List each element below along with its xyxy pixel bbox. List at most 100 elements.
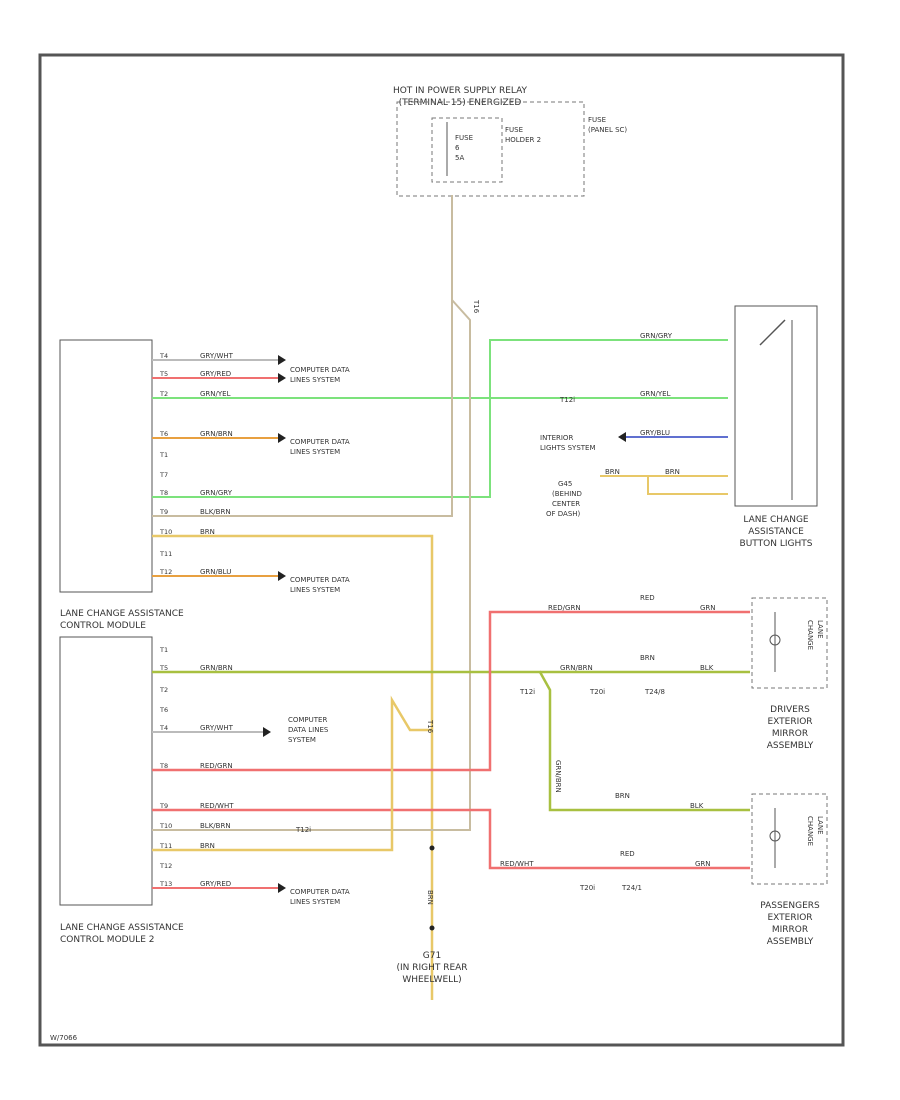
btn-wire-brn-2 [647,476,728,495]
dm-conn-1: T12i [519,688,535,696]
m2-link-2b[interactable]: LINES SYSTEM [290,898,340,906]
pm-name-4: ASSEMBLY [767,937,814,947]
m1-pin-10: T11 [159,550,172,558]
m1-link-2a[interactable]: COMPUTER DATA [290,438,350,446]
m1-link-1b[interactable]: LINES SYSTEM [290,376,340,384]
fuse-holder-2: HOLDER 2 [505,136,541,144]
dm-wire-2: RED [640,594,655,602]
g45-1: G45 [558,480,572,488]
fuse-label-2: 6 [455,144,460,152]
btn-wire-label-5: BRN [665,468,680,476]
m2-link-1a[interactable]: COMPUTER [288,716,327,724]
btn-t12i: T12i [559,396,575,404]
module2-box [59,636,153,906]
dm-conn-3: T24/8 [644,688,665,696]
m2-wire-label-2: GRN/BRN [200,664,233,672]
g71-loc-1: (IN RIGHT REAR [396,963,467,973]
interior-2[interactable]: LIGHTS SYSTEM [540,444,596,452]
arrow-icon [278,883,286,893]
m2-pin-1: T1 [159,646,168,654]
m2-wire-label-6: BRN [200,842,215,850]
dm-wire-6: BLK [700,664,714,672]
m1-link-3b[interactable]: LINES SYSTEM [290,586,340,594]
dm-name-4: ASSEMBLY [767,741,814,751]
module1-name-2: CONTROL MODULE [60,621,146,631]
t12i-label: T12i [295,826,311,834]
m2-pin-3: T2 [159,686,168,694]
pm-wire-1: GRN/BRN [554,760,562,793]
button-lights-box [734,305,818,507]
diagram-frame [38,53,845,1047]
btn-name-3: BUTTON LIGHTS [740,539,813,549]
dm-wire-5: BRN [640,654,655,662]
m2-link-1c[interactable]: SYSTEM [288,736,316,744]
btn-wire-label-3: GRY/BLU [640,429,670,437]
m1-pin-3: T2 [159,390,168,398]
btn-name-2: ASSISTANCE [748,527,804,537]
m1-pin-2: T5 [159,370,168,378]
relay-title-1: HOT IN POWER SUPPLY RELAY [393,86,528,96]
m2-wire-label-3: RED/GRN [200,762,233,770]
interior-1[interactable]: INTERIOR [540,434,573,442]
btn-wire-label-1: GRN/GRY [640,332,673,340]
tan-feed-to-m2 [152,299,471,831]
pm-conn-1: T20i [579,884,595,892]
m1-wire-label-8: GRN/BLU [200,568,231,576]
m2-link-1b[interactable]: DATA LINES [288,726,329,734]
dm-wire-4: GRN/BRN [560,664,593,672]
m1-wire-grn-gry [152,339,728,498]
m2-pin-8: T10 [159,822,172,830]
splice-dot [429,845,435,851]
passenger-mirror-box [751,793,828,885]
module2-name-2: CONTROL MODULE 2 [60,935,154,945]
footer-code: W/7066 [50,1034,78,1042]
arrow-icon [263,727,271,737]
driver-lamp-2: CHANGE [806,620,814,650]
m1-wire-label-2: GRY/RED [200,370,231,378]
button-lights-group: GRY/BLU INTERIOR LIGHTS SYSTEM BRN BRN G… [540,305,818,549]
pm-wire-4: BLK [690,802,704,810]
m1-link-1a[interactable]: COMPUTER DATA [290,366,350,374]
m2-pin-10: T12 [159,862,172,870]
pm-wire-5: RED/WHT [500,860,534,868]
m2-wire-red-grn [152,610,750,772]
arrow-icon [618,432,626,442]
pm-name-3: MIRROR [772,925,808,935]
m1-wire-label-1: GRY/WHT [200,352,234,360]
m1-pin-7: T8 [159,489,168,497]
g45-2: (BEHIND [552,490,582,498]
m1-link-2b[interactable]: LINES SYSTEM [290,448,340,456]
ground-dot [429,925,435,931]
dm-name-2: EXTERIOR [767,717,812,727]
dm-wire-3: GRN [700,604,716,612]
m1-pin-6: T7 [159,471,168,479]
t16-label-2: T16 [426,719,434,734]
btn-wire-label-4: BRN [605,468,620,476]
dm-name-3: MIRROR [772,729,808,739]
m2-pin-5: T4 [159,724,168,732]
pass-lamp-2: CHANGE [806,816,814,846]
t16-label: T16 [472,299,480,314]
m2-wire-label-4: RED/WHT [200,802,234,810]
pass-lamp-1: LANE [816,816,824,835]
arrow-icon [278,433,286,443]
m1-wire-label-6: BLK/BRN [200,508,231,516]
m2-wire-label-5: BLK/BRN [200,822,231,830]
m2-link-2a[interactable]: COMPUTER DATA [290,888,350,896]
lamp-icon [769,634,781,646]
pm-name-2: EXTERIOR [767,913,812,923]
m1-pin-5: T1 [159,451,168,459]
relay-title-2: (TERMINAL 15) ENERGIZED [399,98,522,108]
dm-wire-1: RED/GRN [548,604,581,612]
module1-wires: T4 GRY/WHT T5 GRY/RED COMPUTER DATA LINE… [152,195,728,1000]
m1-link-3a[interactable]: COMPUTER DATA [290,576,350,584]
fuse-panel-box [396,101,585,197]
m1-wire-label-5: GRN/GRY [200,489,233,497]
g45-4: OF DASH) [546,510,581,518]
m2-pin-11: T13 [159,880,172,888]
btn-wire-label-2: GRN/YEL [640,390,671,398]
m1-wire-label-7: BRN [200,528,215,536]
g71-name: G71 [423,951,441,961]
m2-pin-9: T11 [159,842,172,850]
